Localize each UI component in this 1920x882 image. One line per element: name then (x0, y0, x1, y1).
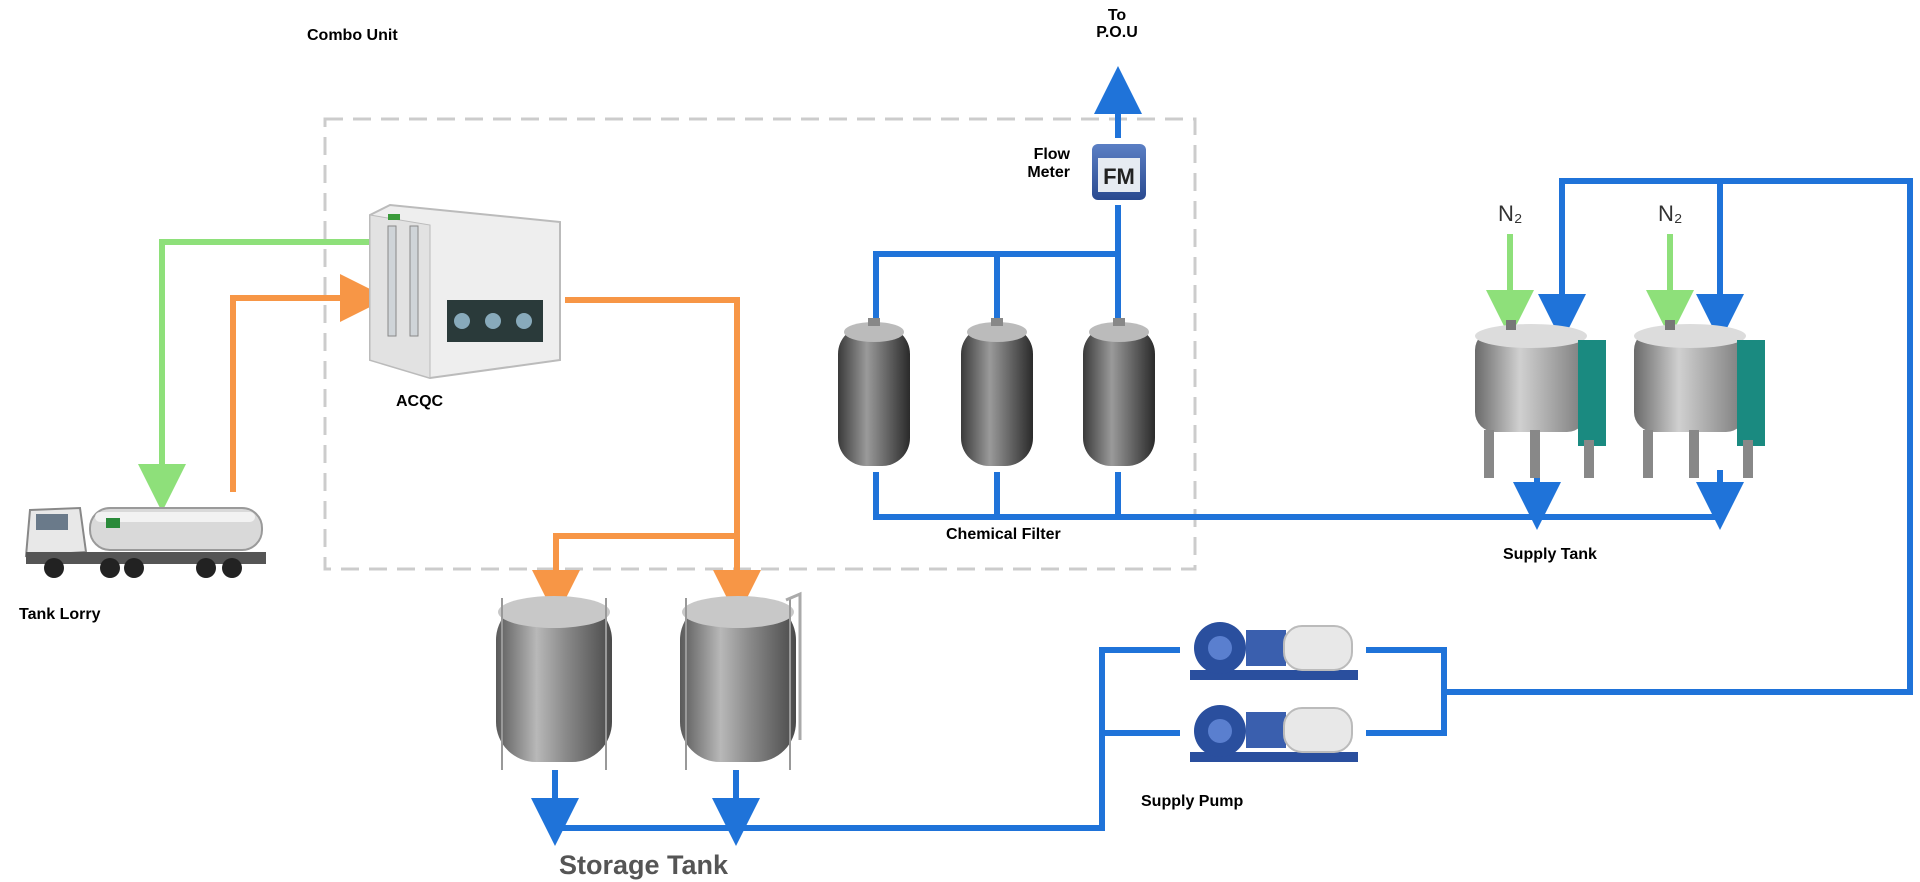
supply-pump-icon (1190, 705, 1358, 762)
chemical-filter-icon (838, 318, 910, 466)
to-pou-label-line1: To (1108, 7, 1127, 24)
blue-pipe-pump-to-supply-tank (1366, 178, 1913, 736)
n2-feed-lines (1486, 234, 1694, 338)
chemical-filter-label: Chemical Filter (946, 526, 1061, 543)
supply-tank-icon (1634, 320, 1765, 478)
supply-pump-icon (1190, 622, 1358, 680)
storage-tank-icon (496, 596, 612, 770)
green-pipe-acqc-to-lorry (138, 239, 370, 512)
storage-tank-label: Storage Tank (559, 850, 729, 880)
fm-badge: FM (1103, 164, 1135, 189)
supply-tank-icon (1475, 320, 1606, 478)
to-pou-label-line2: P.O.U (1096, 24, 1138, 41)
supply-pump-label: Supply Pump (1141, 793, 1243, 810)
combo-unit-boundary (323, 117, 1197, 571)
n2-label-right: N₂ (1658, 201, 1682, 226)
flow-meter-icon: FM (1092, 144, 1146, 200)
blue-pipe-storage-to-pump (531, 647, 1180, 846)
truck-icon (24, 506, 266, 578)
acqc-label: ACQC (396, 393, 444, 410)
chemical-filter-icon (961, 318, 1033, 466)
acqc-unit-icon (369, 203, 561, 380)
combo-unit-label: Combo Unit (307, 27, 398, 44)
blue-pipe-filters-to-pou (873, 66, 1142, 330)
n2-label-left: N₂ (1498, 201, 1522, 226)
chemical-filter-icon (1083, 318, 1155, 466)
orange-pipe-acqc-to-storage (532, 297, 761, 618)
supply-tank-label: Supply Tank (1503, 546, 1597, 563)
flow-meter-label-line1: Flow (1034, 146, 1071, 163)
orange-pipe-lorry-to-acqc (230, 274, 388, 492)
flow-meter-label-line2: Meter (1027, 164, 1070, 181)
tank-lorry-label: Tank Lorry (19, 606, 101, 623)
storage-tank-icon (680, 591, 802, 770)
